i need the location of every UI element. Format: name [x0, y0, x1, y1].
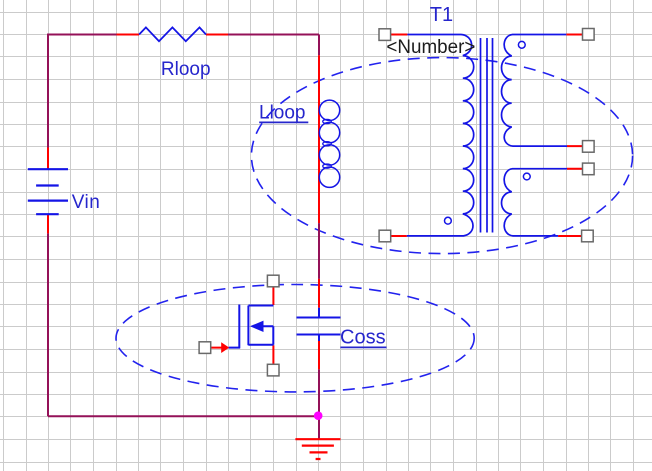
svg-text:Vin: Vin	[72, 192, 101, 213]
svg-text:<Number>: <Number>	[386, 36, 475, 58]
svg-text:Lloop: Lloop	[259, 103, 306, 124]
svg-text:T1: T1	[430, 4, 453, 26]
svg-text:Rloop: Rloop	[161, 59, 211, 80]
svg-text:Coss: Coss	[340, 327, 386, 349]
